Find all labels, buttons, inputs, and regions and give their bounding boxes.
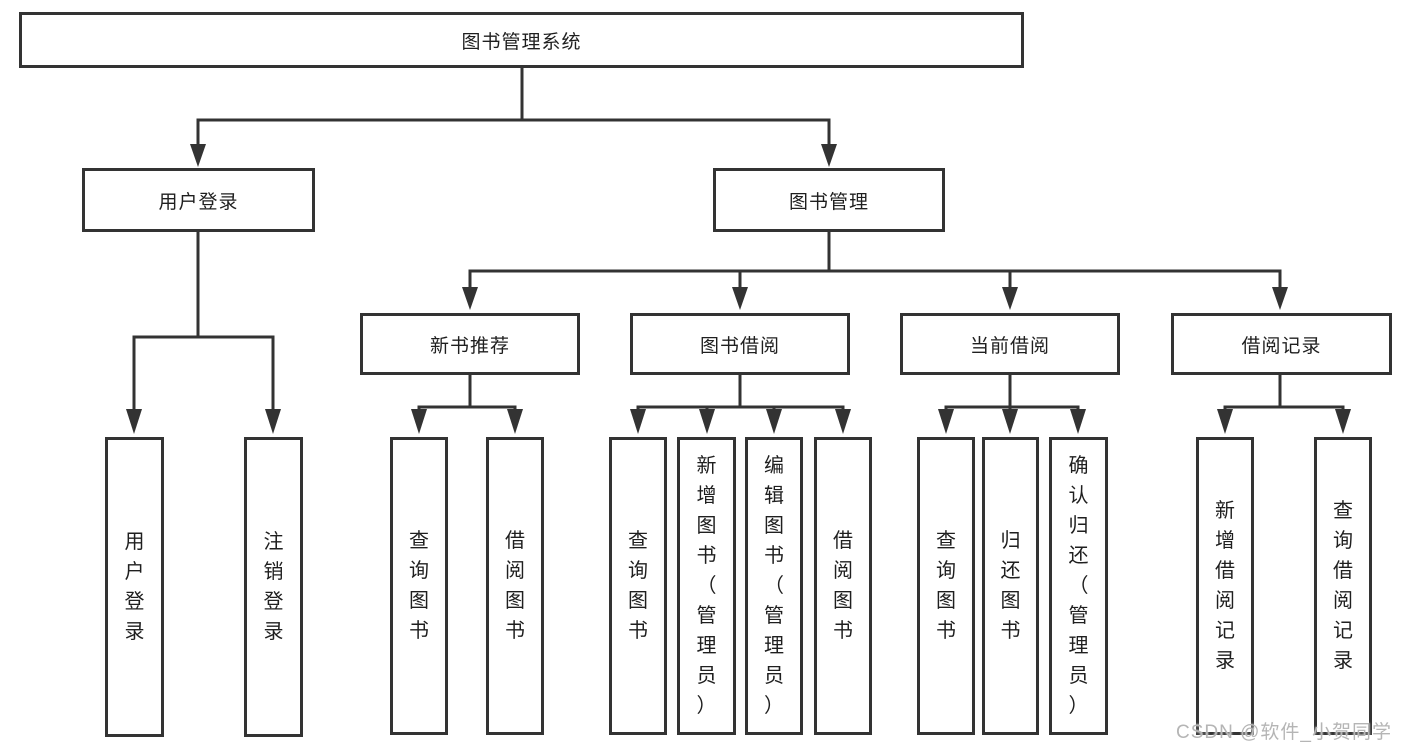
arrowheads bbox=[126, 144, 1351, 434]
node-leaf-add-book-admin: 新增图书（管理员） bbox=[677, 437, 736, 735]
node-current-borrow: 当前借阅 bbox=[900, 313, 1120, 375]
node-label: 编辑图书（管理员） bbox=[764, 455, 784, 717]
node-label: 新增图书（管理员） bbox=[696, 455, 717, 717]
node-label: 借阅图书 bbox=[833, 530, 853, 642]
node-label: 确认归还（管理员） bbox=[1068, 455, 1089, 717]
node-label: 当前借阅 bbox=[969, 335, 1050, 357]
node-label: 归还图书 bbox=[1000, 530, 1021, 642]
node-label: 新增借阅记录 bbox=[1215, 500, 1235, 672]
node-user-login-module: 用户登录 bbox=[82, 168, 315, 232]
node-label: 查询图书 bbox=[628, 530, 648, 642]
node-leaf-query-books-2: 查询图书 bbox=[609, 437, 667, 735]
node-label: 图书管理 bbox=[788, 191, 869, 213]
csdn-watermark: CSDN @软件_小贺同学 bbox=[1176, 722, 1392, 743]
node-new-book-recommend: 新书推荐 bbox=[360, 313, 580, 375]
node-label: 查询借阅记录 bbox=[1333, 500, 1353, 672]
node-leaf-confirm-return-admin: 确认归还（管理员） bbox=[1049, 437, 1108, 735]
node-label: 图书管理系统 bbox=[461, 31, 582, 53]
node-label: 新书推荐 bbox=[429, 335, 510, 357]
node-leaf-query-books-1: 查询图书 bbox=[390, 437, 448, 735]
node-label: 借阅记录 bbox=[1241, 335, 1322, 357]
node-borrow-records: 借阅记录 bbox=[1171, 313, 1392, 375]
node-leaf-borrow-books-1: 借阅图书 bbox=[486, 437, 544, 735]
node-label: 查询图书 bbox=[409, 530, 429, 642]
node-label: 注销登录 bbox=[263, 531, 284, 643]
node-root-system: 图书管理系统 bbox=[19, 12, 1024, 68]
node-leaf-return-book: 归还图书 bbox=[982, 437, 1039, 735]
node-leaf-add-borrow-record: 新增借阅记录 bbox=[1196, 437, 1254, 735]
node-book-borrow: 图书借阅 bbox=[630, 313, 850, 375]
node-book-management-module: 图书管理 bbox=[713, 168, 945, 232]
node-leaf-edit-book-admin: 编辑图书（管理员） bbox=[745, 437, 803, 735]
node-leaf-user-login: 用户登录 bbox=[105, 437, 164, 737]
node-leaf-logout: 注销登录 bbox=[244, 437, 303, 737]
node-label: 查询图书 bbox=[936, 530, 956, 642]
node-label: 借阅图书 bbox=[505, 530, 525, 642]
node-leaf-borrow-books-2: 借阅图书 bbox=[814, 437, 872, 735]
node-label: 用户登录 bbox=[124, 531, 145, 643]
node-label: 图书借阅 bbox=[699, 335, 780, 357]
node-label: 用户登录 bbox=[158, 191, 239, 213]
node-leaf-query-borrow-record: 查询借阅记录 bbox=[1314, 437, 1372, 735]
node-leaf-query-books-3: 查询图书 bbox=[917, 437, 975, 735]
